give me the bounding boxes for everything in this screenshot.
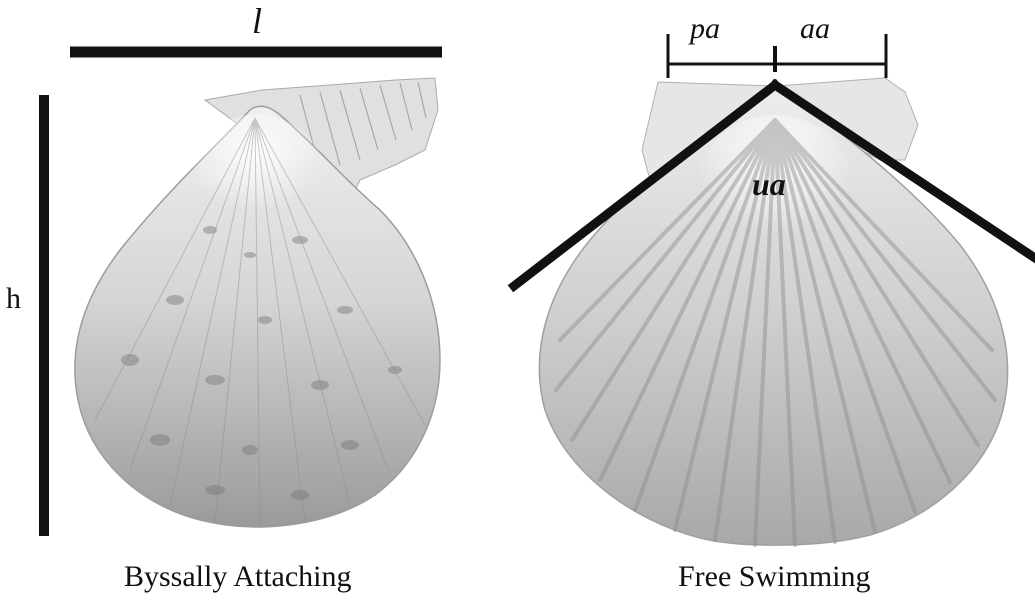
umbonal-angle-label: ua xyxy=(752,166,786,203)
byssal-shell xyxy=(75,78,440,528)
length-label: l xyxy=(252,0,262,42)
anterior-auricle-label: aa xyxy=(800,12,830,46)
height-label: h xyxy=(6,282,21,316)
free-swimming-caption: Free Swimming xyxy=(678,560,871,594)
posterior-auricle-label: pa xyxy=(690,12,720,46)
byssally-attaching-caption: Byssally Attaching xyxy=(124,560,352,594)
swimming-shell xyxy=(539,78,1007,545)
